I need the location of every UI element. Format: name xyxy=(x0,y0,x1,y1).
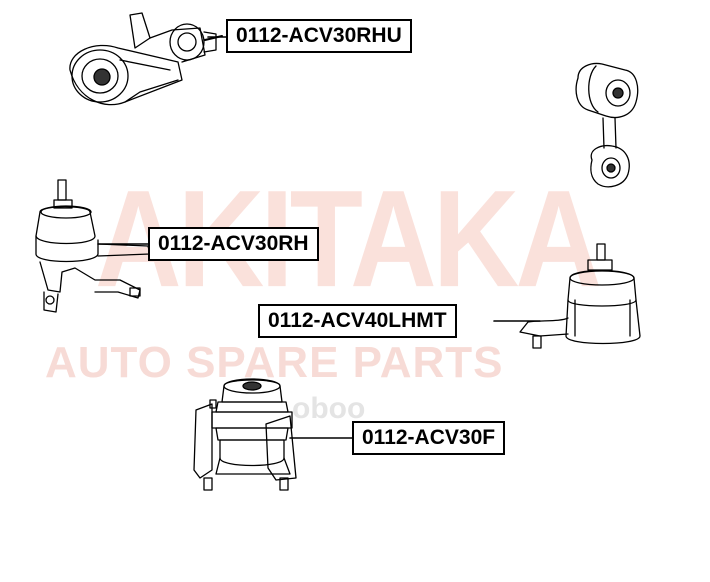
part-label-f: 0112-ACV30F xyxy=(352,421,506,455)
part-f-drawing xyxy=(193,378,297,491)
leader-lines xyxy=(97,36,541,439)
watermark-url: oboo xyxy=(292,392,366,425)
part-label-lhmt: 0112-ACV40LHMT xyxy=(258,304,457,338)
watermark-tagline: AUTO SPARE PARTS xyxy=(45,338,504,387)
part-link-drawing xyxy=(575,62,639,188)
part-label-rh: 0112-ACV30RH xyxy=(148,227,319,261)
part-lhmt-drawing xyxy=(519,243,641,349)
part-rhu-drawing xyxy=(69,12,223,106)
part-label-rhu: 0112-ACV30RHU xyxy=(226,19,412,53)
part-rh-drawing xyxy=(35,179,151,313)
